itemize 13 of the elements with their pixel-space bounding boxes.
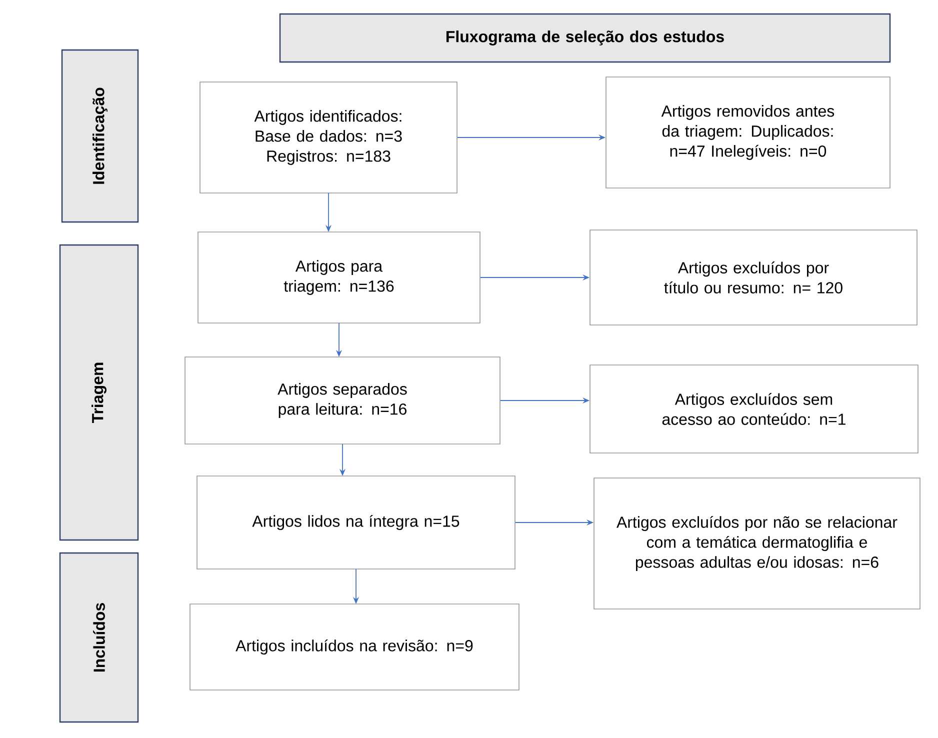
- process-box: Artigos para triagem: n=136: [198, 232, 480, 324]
- process-box: Artigos identificados: Base de dados: n=3 Registros: n=183: [200, 82, 458, 194]
- process-box: Artigos removidos antes da triagem: Duplicados: n=47 Inelegíveis: n=0: [606, 76, 890, 188]
- title-box: Fluxograma de seleção dos estudos: [279, 13, 891, 63]
- process-box: Artigos excluídos por não se relacionar com a temática dermatoglifia e pessoas adultas e/ou idosas: n=6: [594, 478, 920, 610]
- stage-band: Identificação: [61, 49, 139, 223]
- stage-band: Triagem: [59, 244, 139, 541]
- process-box: Artigos excluídos por título ou resumo: n= 120: [590, 230, 918, 326]
- process-box: Artigos incluídos na revisão: n=9: [190, 604, 520, 690]
- stage-band: Incluídos: [59, 552, 139, 723]
- process-box: Artigos separados para leitura: n=16: [184, 356, 500, 444]
- process-box: Artigos excluídos sem acesso ao conteúdo: n=1: [590, 364, 918, 454]
- process-box: Artigos lidos na íntegra n=15: [196, 476, 516, 570]
